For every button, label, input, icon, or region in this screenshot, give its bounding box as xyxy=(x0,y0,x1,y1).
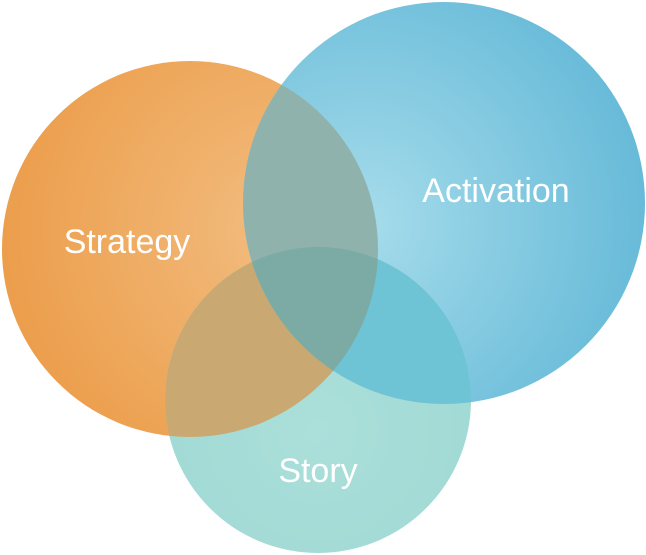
activation-label: Activation xyxy=(422,172,569,210)
story-label: Story xyxy=(278,452,357,490)
strategy-label: Strategy xyxy=(64,223,191,261)
